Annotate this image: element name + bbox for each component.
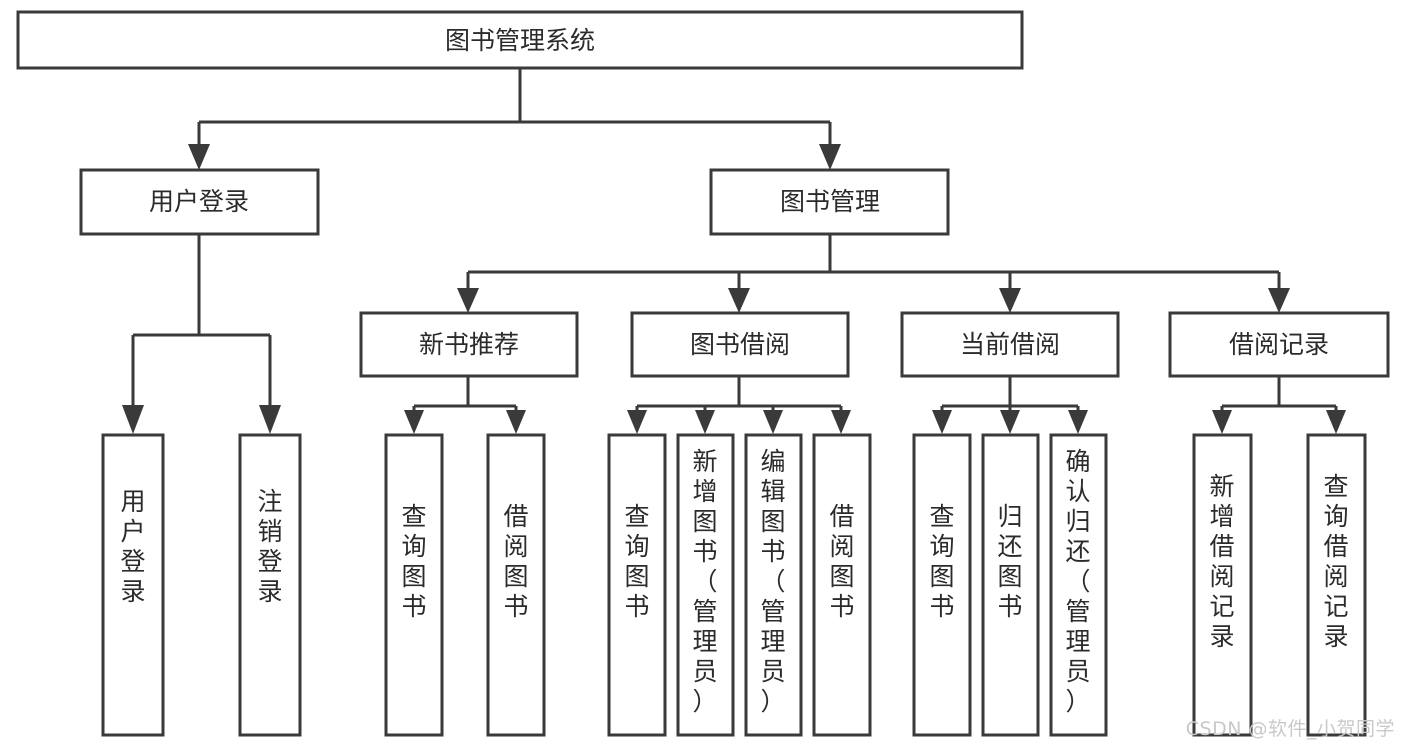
node-book-manage-box[interactable]: [709, 168, 950, 236]
csdn-watermark: CSDN @软件_小贺同学: [1185, 718, 1395, 740]
arrowhead-to-leaf-query-book-3: [932, 410, 952, 434]
arrowhead-to-book-borrow: [728, 288, 750, 313]
leaf-query-book-2-box[interactable]: [607, 433, 667, 737]
leaf-edit-book[interactable]: 编辑图书（管理员）: [744, 433, 803, 737]
leaf-user-login-box[interactable]: [101, 433, 165, 737]
arrowhead-to-user-login: [188, 144, 210, 170]
leaf-confirm-return-label: 确认归还（管理员）: [1065, 447, 1090, 716]
arrowhead-to-leaf-add-book: [695, 410, 715, 434]
node-new-book-rec-label: 新书推荐: [419, 330, 519, 359]
leaf-borrow-book-2-label: 借阅图书: [829, 502, 854, 621]
leaf-borrow-book-2-box[interactable]: [812, 433, 872, 737]
leaf-query-book-1[interactable]: 查询图书: [384, 433, 444, 737]
node-book-borrow-box[interactable]: [630, 311, 850, 378]
leaf-return-book-label: 归还图书: [997, 502, 1022, 621]
arrowhead-to-new-book-rec: [457, 288, 479, 313]
node-book-manage-label: 图书管理: [780, 187, 880, 216]
leaf-borrow-book-1-box[interactable]: [486, 433, 546, 737]
leaf-query-record[interactable]: 查询借阅记录: [1306, 433, 1367, 737]
node-borrow-record-label: 借阅记录: [1229, 330, 1329, 359]
leaf-user-login[interactable]: 用户登录: [101, 433, 165, 737]
node-borrow-record-box[interactable]: [1168, 311, 1390, 378]
leaf-query-book-2-label: 查询图书: [624, 502, 649, 621]
leaf-add-record-box[interactable]: [1192, 433, 1253, 737]
node-user-login-label: 用户登录: [149, 187, 249, 216]
leaf-return-book[interactable]: 归还图书: [981, 433, 1040, 737]
arrowhead-to-leaf-query-record: [1326, 410, 1346, 434]
node-new-book-rec[interactable]: 新书推荐: [359, 311, 579, 378]
leaf-logout-box[interactable]: [238, 433, 302, 737]
leaf-logout[interactable]: 注销登录: [238, 433, 302, 737]
arrowhead-to-leaf-add-record: [1212, 410, 1232, 434]
node-user-login-box[interactable]: [79, 168, 320, 236]
leaf-confirm-return-box[interactable]: [1049, 433, 1108, 737]
leaf-add-book-box[interactable]: [676, 433, 735, 737]
arrowhead-to-leaf-confirm-return: [1068, 410, 1088, 434]
node-new-book-rec-box[interactable]: [359, 311, 579, 378]
node-root-box[interactable]: [16, 10, 1024, 70]
leaf-logout-label: 注销登录: [257, 487, 282, 606]
leaf-add-book-label: 新增图书（管理员）: [692, 447, 717, 716]
leaf-edit-book-label: 编辑图书（管理员）: [760, 447, 785, 716]
leaf-add-book[interactable]: 新增图书（管理员）: [676, 433, 735, 737]
arrowhead-to-leaf-logout: [259, 405, 281, 434]
arrowhead-to-leaf-user-login: [122, 405, 144, 434]
leaf-query-book-1-box[interactable]: [384, 433, 444, 737]
leaf-borrow-book-2[interactable]: 借阅图书: [812, 433, 872, 737]
leaf-query-book-3-label: 查询图书: [929, 502, 954, 621]
arrowhead-to-leaf-query-book-2: [627, 410, 647, 434]
leaf-query-book-2[interactable]: 查询图书: [607, 433, 667, 737]
arrowhead-to-leaf-borrow-book-2: [831, 410, 851, 434]
leaf-edit-book-box[interactable]: [744, 433, 803, 737]
node-root-label: 图书管理系统: [445, 26, 595, 55]
arrowhead-to-leaf-borrow-book-1: [506, 410, 526, 434]
leaf-query-book-1-label: 查询图书: [401, 502, 426, 621]
node-current-borrow[interactable]: 当前借阅: [900, 311, 1120, 378]
leaf-return-book-box[interactable]: [981, 433, 1040, 737]
arrowhead-to-current-borrow: [999, 288, 1021, 313]
leaf-confirm-return[interactable]: 确认归还（管理员）: [1049, 433, 1108, 737]
node-borrow-record[interactable]: 借阅记录: [1168, 311, 1390, 378]
arrowhead-to-book-manage: [819, 144, 841, 170]
leaf-add-record[interactable]: 新增借阅记录: [1192, 433, 1253, 737]
leaf-borrow-book-1-label: 借阅图书: [503, 502, 528, 621]
node-root[interactable]: 图书管理系统: [16, 10, 1024, 70]
leaf-query-record-box[interactable]: [1306, 433, 1367, 737]
node-book-borrow[interactable]: 图书借阅: [630, 311, 850, 378]
node-book-borrow-label: 图书借阅: [690, 330, 790, 359]
leaf-add-record-label: 新增借阅记录: [1209, 472, 1234, 651]
node-book-manage[interactable]: 图书管理: [709, 168, 950, 236]
leaf-query-book-3[interactable]: 查询图书: [912, 433, 972, 737]
node-user-login[interactable]: 用户登录: [79, 168, 320, 236]
arrowhead-to-borrow-record: [1268, 288, 1290, 313]
node-current-borrow-label: 当前借阅: [960, 330, 1060, 359]
arrowhead-to-leaf-query-book-1: [404, 410, 424, 434]
node-current-borrow-box[interactable]: [900, 311, 1120, 378]
arrowhead-to-leaf-return-book: [1000, 410, 1020, 434]
arrowhead-to-leaf-edit-book: [763, 410, 783, 434]
leaf-query-book-3-box[interactable]: [912, 433, 972, 737]
arrowhead-layer: [122, 144, 1346, 434]
leaf-borrow-book-1[interactable]: 借阅图书: [486, 433, 546, 737]
leaf-query-record-label: 查询借阅记录: [1323, 472, 1348, 651]
leaf-user-login-label: 用户登录: [120, 487, 145, 606]
